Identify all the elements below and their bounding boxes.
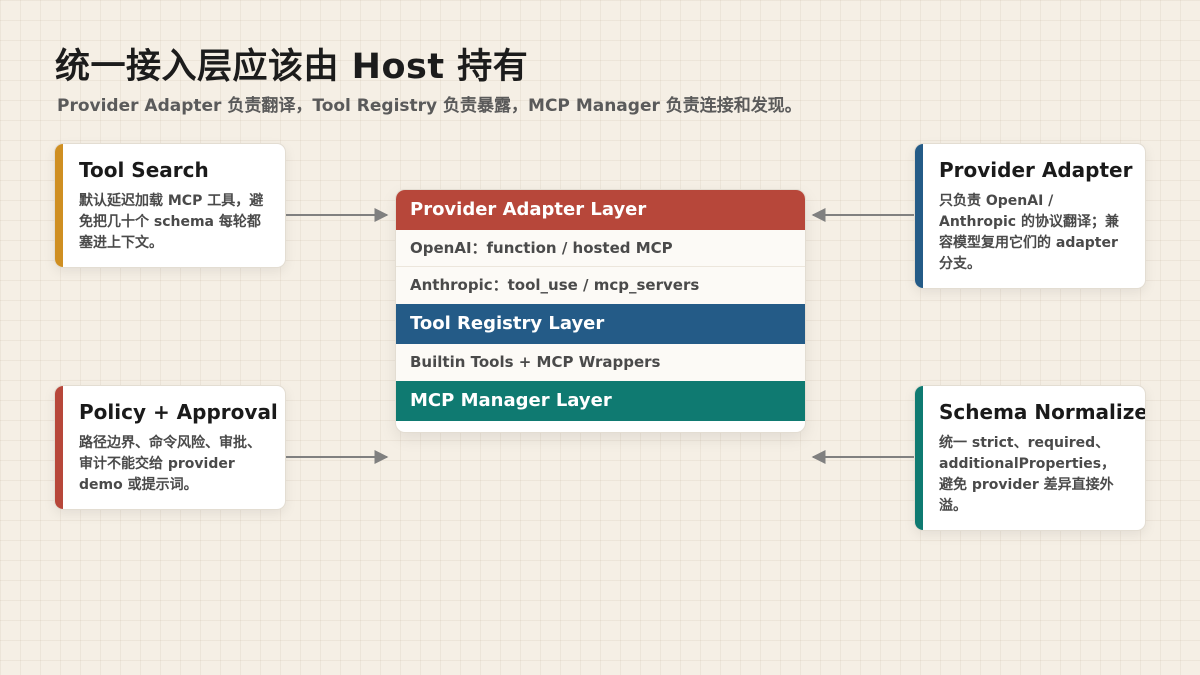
policy-approval-card: Policy + Approval 路径边界、命令风险、审批、审计不能交给 pr… (54, 385, 286, 510)
registry-layer-row-builtin: Builtin Tools + MCP Wrappers (396, 344, 805, 381)
schema-normalize-desc: 统一 strict、required、additionalProperties，… (939, 435, 1116, 514)
provider-layer-row-openai: OpenAI：function / hosted MCP (396, 230, 805, 267)
provider-adapter-title: Provider Adapter (939, 158, 1133, 182)
mcp-manager-layer-header: MCP Manager Layer (396, 381, 805, 421)
policy-approval-desc: 路径边界、命令风险、审批、审计不能交给 provider demo 或提示词。 (79, 435, 261, 493)
provider-adapter-desc: 只负责 OpenAI / Anthropic 的协议翻译；兼容模型复用它们的 a… (939, 193, 1119, 272)
schema-normalize-card: Schema Normalize 统一 strict、required、addi… (914, 385, 1146, 531)
provider-adapter-card: Provider Adapter 只负责 OpenAI / Anthropic … (914, 143, 1146, 289)
layer-stack: Provider Adapter Layer OpenAI：function /… (395, 189, 806, 433)
policy-approval-title: Policy + Approval (79, 400, 278, 424)
tool-registry-layer-header: Tool Registry Layer (396, 304, 805, 344)
provider-layer-row-anthropic: Anthropic：tool_use / mcp_servers (396, 267, 805, 304)
provider-adapter-layer-header: Provider Adapter Layer (396, 190, 805, 230)
tool-search-card: Tool Search 默认延迟加载 MCP 工具，避免把几十个 schema … (54, 143, 286, 268)
schema-normalize-title: Schema Normalize (939, 400, 1146, 424)
tool-search-desc: 默认延迟加载 MCP 工具，避免把几十个 schema 每轮都塞进上下文。 (79, 193, 264, 251)
tool-search-title: Tool Search (79, 158, 209, 182)
page-title: 统一接入层应该由 Host 持有 (55, 47, 529, 87)
page-subtitle: Provider Adapter 负责翻译，Tool Registry 负责暴露… (57, 96, 802, 116)
